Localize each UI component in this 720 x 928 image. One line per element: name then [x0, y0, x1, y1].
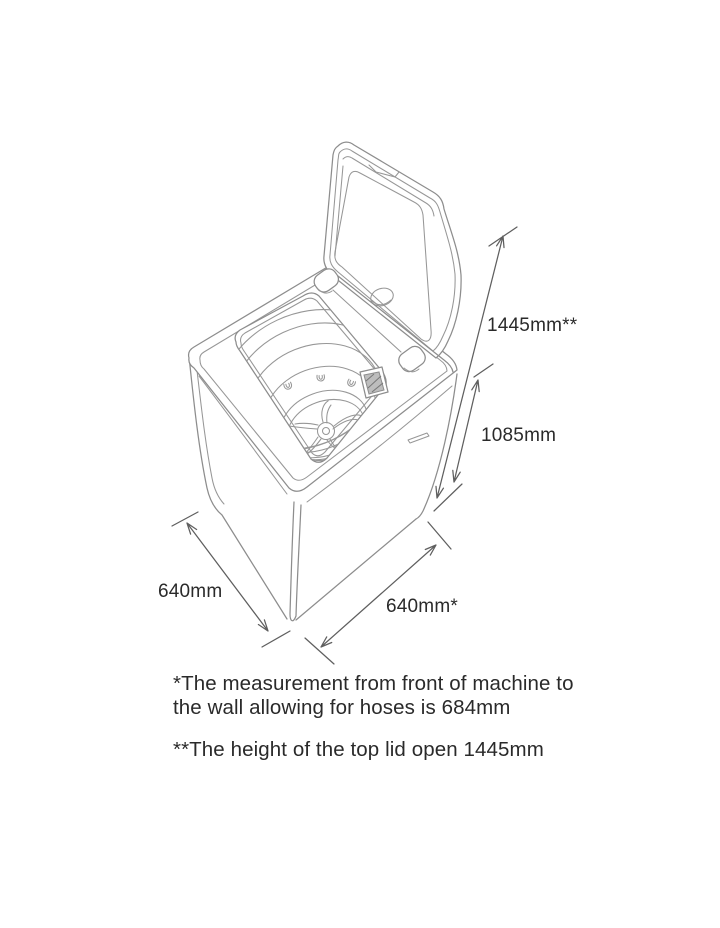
- body-left-edge: [188, 355, 288, 620]
- dimension-width: 640mm*: [304, 521, 458, 665]
- rim-slot: [316, 374, 325, 382]
- lid-hinge-left: [313, 268, 340, 294]
- pulsator-hub-cap: [321, 426, 331, 436]
- rim-slot: [283, 381, 292, 390]
- hinge-right-face: [403, 367, 420, 373]
- lid-hole-shadow: [371, 299, 392, 306]
- footnote-lid-open-height: **The height of the top lid open 1445mm: [173, 738, 544, 761]
- washer-body: [188, 355, 458, 622]
- dimension-label-lid-open-height: 1445mm**: [487, 315, 578, 336]
- footnote-hose-clearance-line2: the wall allowing for hoses is 684mm: [173, 696, 510, 719]
- top-face-inner-rim: [199, 276, 448, 481]
- body-bottom-right-edge: [295, 518, 417, 621]
- top-face-front-right-lip: [306, 385, 453, 503]
- body-right-edge: [415, 373, 458, 520]
- body-left-lip-line: [195, 361, 225, 505]
- dispenser-hatch: [365, 373, 384, 393]
- lid-latch-step: [368, 164, 400, 178]
- basket-rim-slots: [283, 374, 357, 390]
- body-front-corner-seam: [289, 501, 302, 622]
- pulsator-hub: [316, 421, 336, 441]
- lid-hinge-right: [398, 345, 426, 373]
- dimension-line: [452, 363, 494, 483]
- dimension-line: [171, 511, 291, 648]
- lid-window-hole: [370, 287, 394, 307]
- lid-rim-line-1: [329, 148, 456, 352]
- dimension-line: [433, 226, 518, 512]
- lid-hole-ellipse: [370, 287, 394, 307]
- body-right-face-slot: [407, 432, 430, 444]
- dimension-label-width: 640mm*: [386, 596, 458, 617]
- dimension-depth: 640mm: [158, 511, 291, 648]
- washer-lid-open: [323, 141, 462, 359]
- hinge-left-knob: [313, 268, 340, 293]
- lid-inner-panel: [334, 170, 432, 342]
- rim-slot: [347, 378, 357, 387]
- dimension-line: [304, 521, 452, 665]
- dimension-machine-height: 1085mm: [452, 363, 556, 483]
- top-face-back-edge: [337, 275, 454, 373]
- dispenser-detail: [359, 366, 389, 399]
- hinge-right-knob: [398, 345, 426, 373]
- hinge-left-face: [317, 288, 333, 294]
- dimension-lid-open-height: 1445mm**: [433, 226, 578, 512]
- dimension-label-machine-height: 1085mm: [481, 425, 556, 446]
- top-face-back-rim-line: [332, 289, 402, 353]
- footnotes: *The measurement from front of machine t…: [173, 672, 574, 761]
- top-face-front-left-lip: [198, 375, 288, 495]
- dimension-label-depth: 640mm: [158, 581, 222, 602]
- footnote-hose-clearance-line1: *The measurement from front of machine t…: [173, 672, 574, 695]
- lid-rim-line-2: [334, 156, 435, 257]
